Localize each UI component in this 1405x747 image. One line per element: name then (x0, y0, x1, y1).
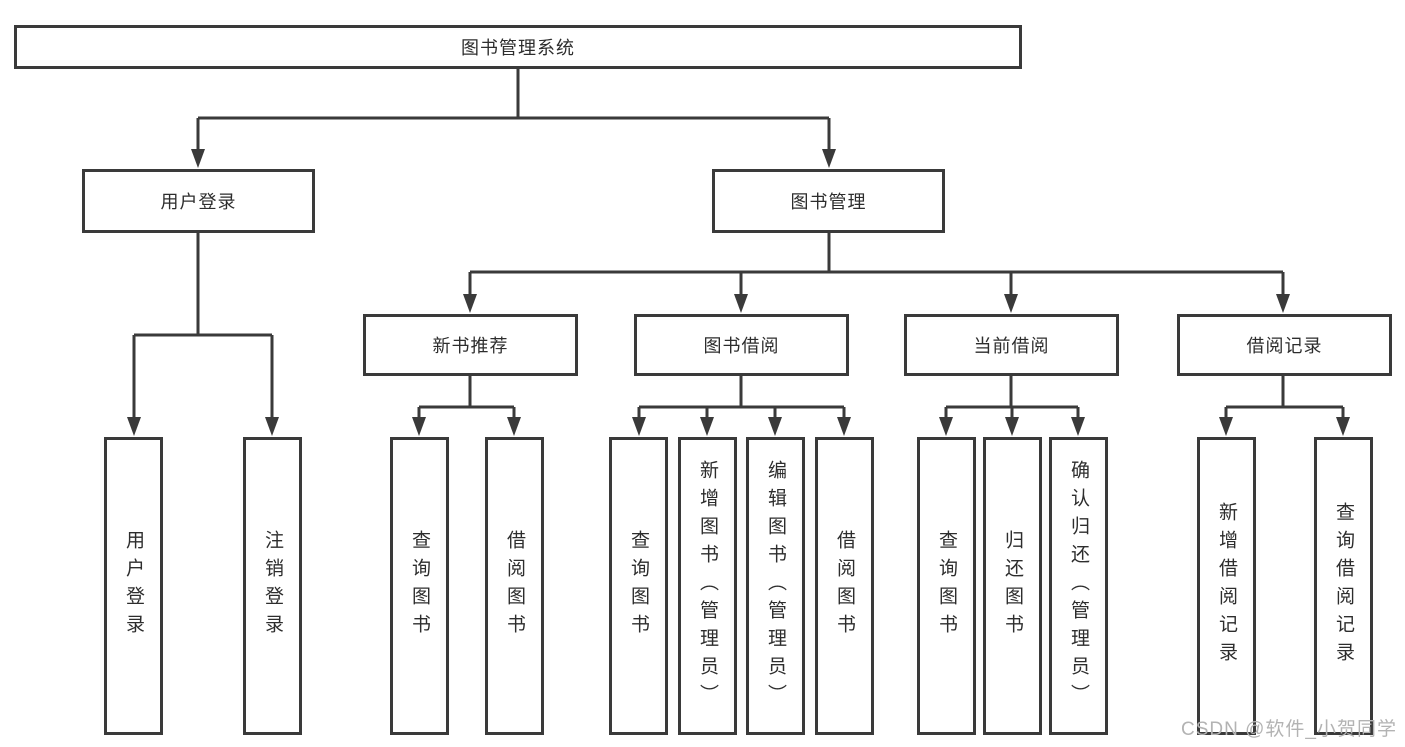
csdn-watermark: CSDN @软件_小贺同学 (1181, 719, 1397, 740)
node-root-system: 图书管理系统 (14, 25, 1022, 69)
leaf-user-login: 用户登录 (104, 437, 163, 735)
leaf-current-confirm-return-admin: 确认归还（管理员） (1049, 437, 1108, 735)
node-book-borrow: 图书借阅 (634, 314, 849, 376)
leaf-current-return-books: 归还图书 (983, 437, 1042, 735)
arrowheads (127, 149, 1350, 436)
leaf-records-query-record: 查询借阅记录 (1314, 437, 1373, 735)
leaf-current-query-books: 查询图书 (917, 437, 976, 735)
node-current-borrow: 当前借阅 (904, 314, 1119, 376)
leaf-borrow-borrow-books: 借阅图书 (815, 437, 874, 735)
node-new-book-recommend: 新书推荐 (363, 314, 578, 376)
leaf-borrow-query-books: 查询图书 (609, 437, 668, 735)
leaf-borrow-edit-books-admin: 编辑图书（管理员） (746, 437, 805, 735)
leaf-borrow-add-books-admin: 新增图书（管理员） (678, 437, 737, 735)
node-user-login-group: 用户登录 (82, 169, 315, 233)
leaf-logout: 注销登录 (243, 437, 302, 735)
node-borrow-records: 借阅记录 (1177, 314, 1392, 376)
node-book-management: 图书管理 (712, 169, 945, 233)
leaf-recommend-query-books: 查询图书 (390, 437, 449, 735)
leaf-recommend-borrow-books: 借阅图书 (485, 437, 544, 735)
leaf-records-add-record: 新增借阅记录 (1197, 437, 1256, 735)
